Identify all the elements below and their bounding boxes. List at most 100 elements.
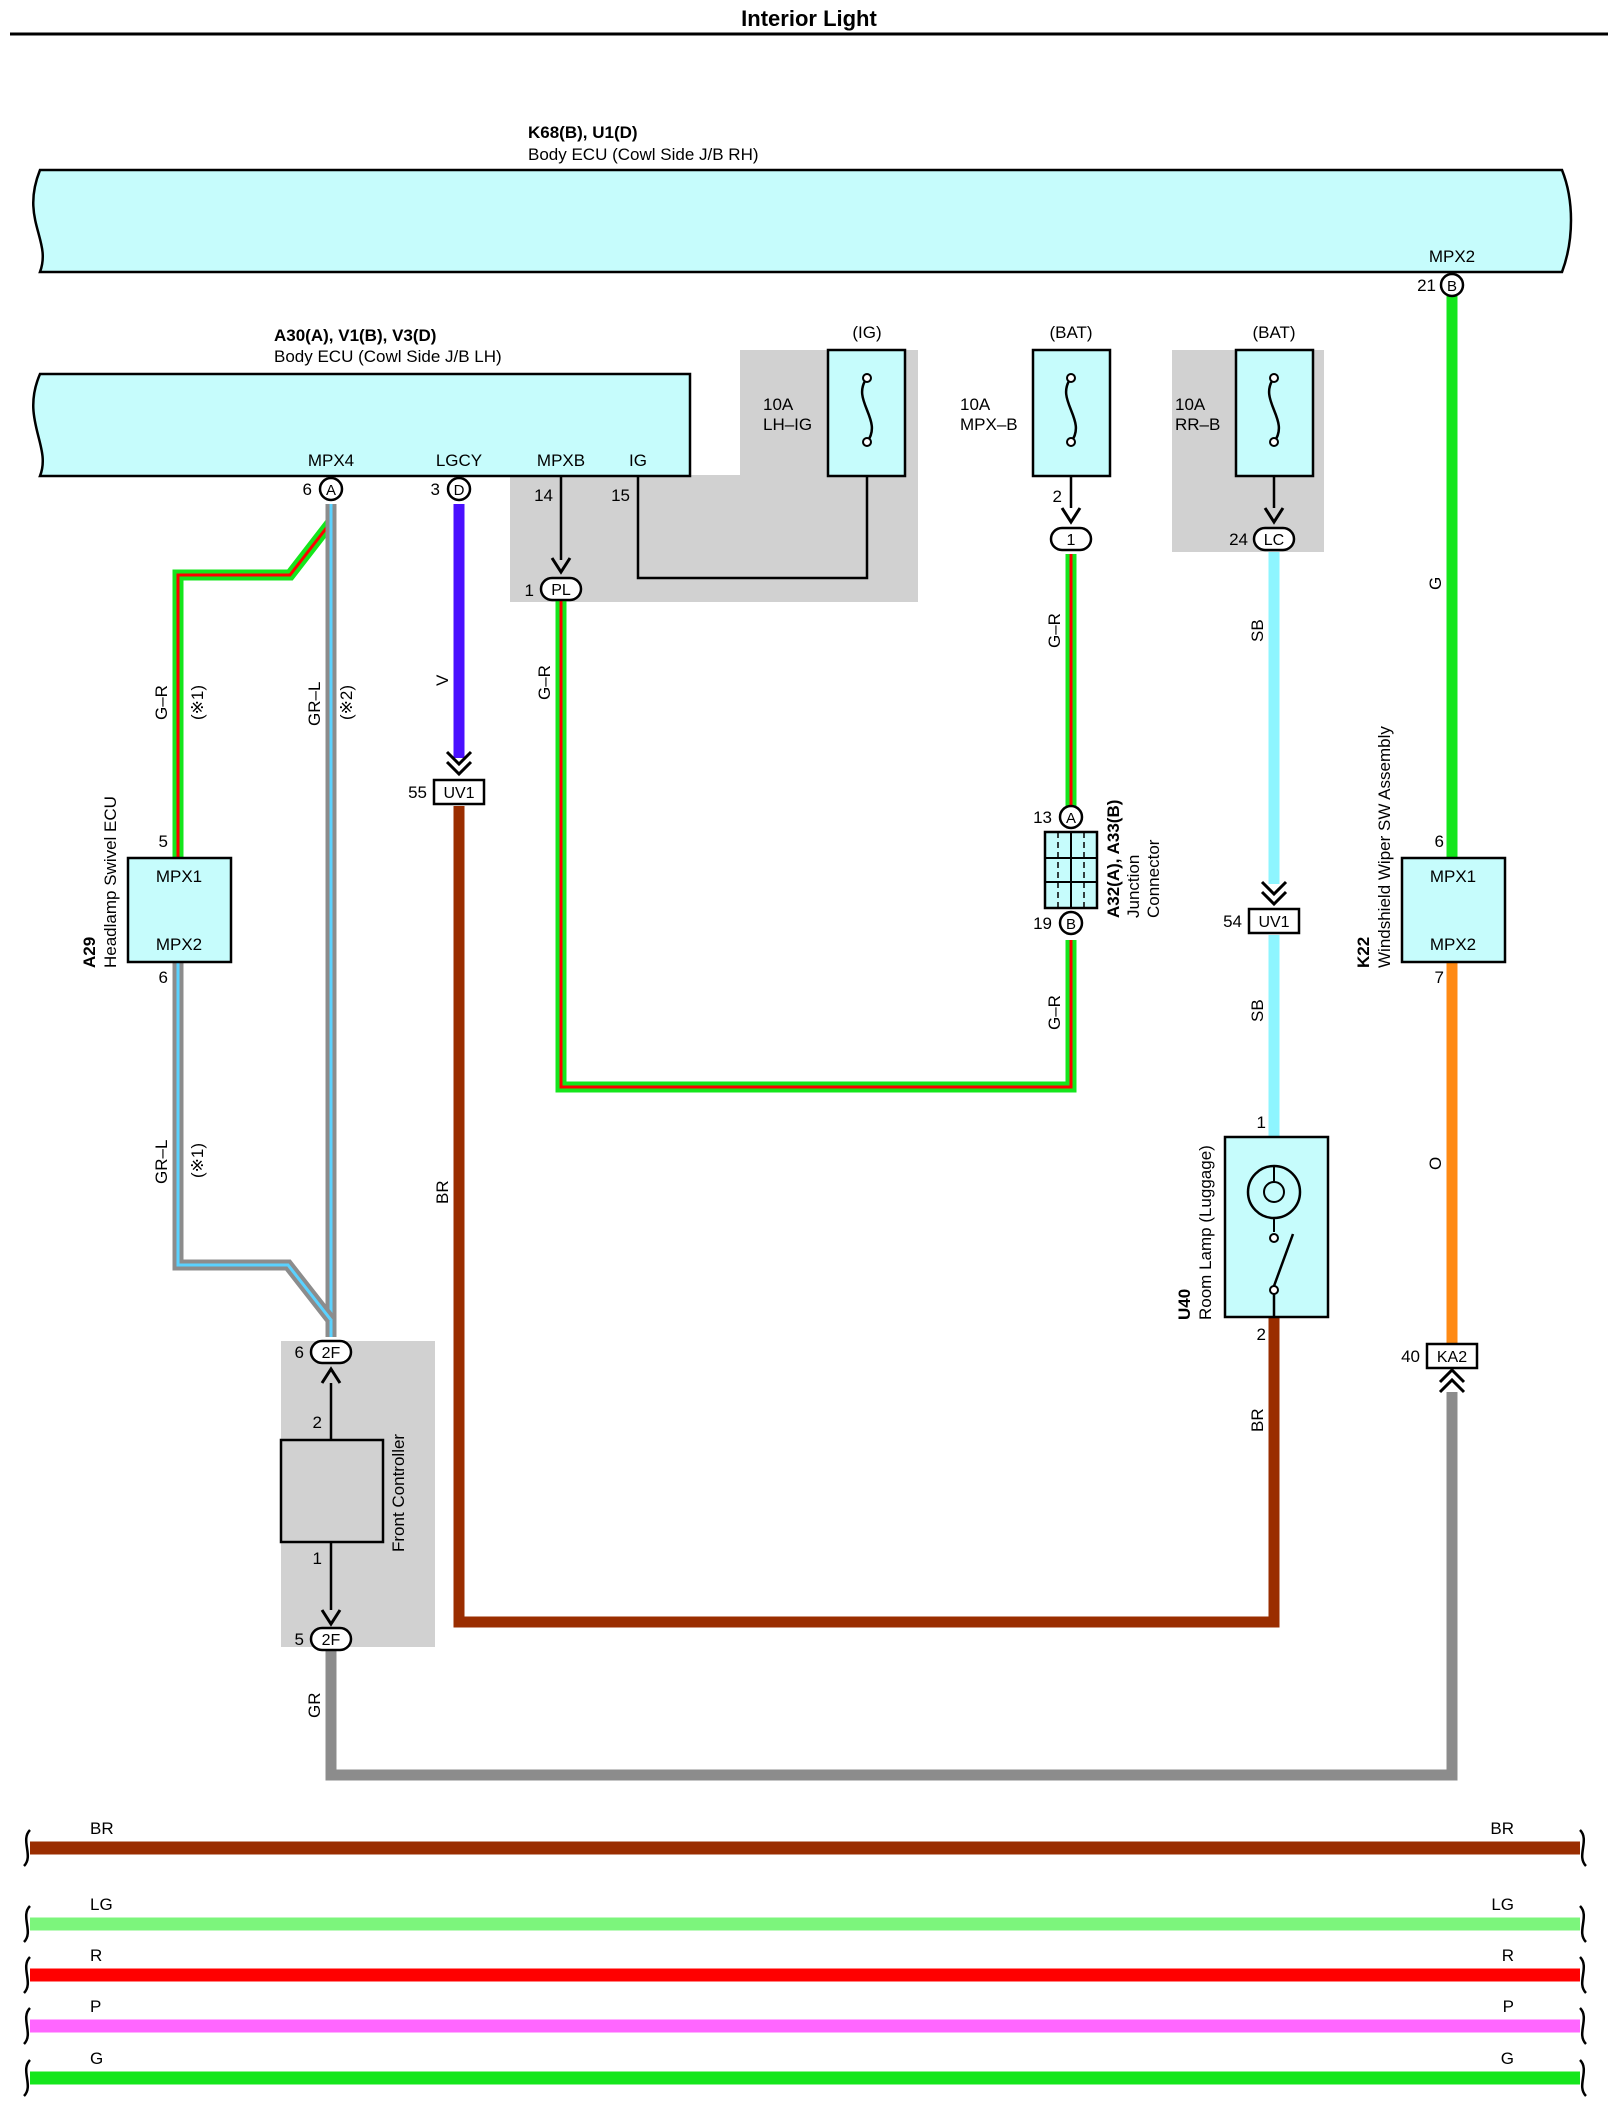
- svg-text:SB: SB: [1248, 999, 1267, 1022]
- terminal-ig: IG: [629, 451, 647, 470]
- svg-text:(※2): (※2): [337, 685, 356, 720]
- svg-text:(※1): (※1): [188, 685, 207, 720]
- svg-text:19: 19: [1033, 914, 1052, 933]
- svg-text:MPX2: MPX2: [1430, 935, 1476, 954]
- svg-text:G–R: G–R: [1045, 613, 1064, 648]
- svg-text:2: 2: [1257, 1325, 1266, 1344]
- legend-item-lg: LG LG: [22, 1895, 1588, 1943]
- connector-lh-d: D 3: [431, 476, 472, 502]
- svg-text:13: 13: [1033, 808, 1052, 827]
- room-lamp-name: Room Lamp (Luggage): [1196, 1145, 1215, 1320]
- body-ecu-lh-code: A30(A), V1(B), V3(D): [274, 326, 436, 345]
- terminal-mpxb: MPXB: [537, 451, 585, 470]
- body-ecu-rh-terminal-mpx2: MPX2: [1429, 247, 1475, 266]
- legend-code-right-p: P: [1503, 1997, 1514, 2016]
- terminal-mpx4: MPX4: [308, 451, 354, 470]
- svg-text:A: A: [326, 482, 336, 499]
- svg-text:1: 1: [1067, 532, 1076, 549]
- connector-2f-bottom: 2F 5: [295, 1609, 353, 1652]
- legend-code-left-br: BR: [90, 1819, 114, 1838]
- pin-lh-14: 14: [534, 486, 553, 505]
- svg-text:KA2: KA2: [1437, 1349, 1467, 1366]
- wiper-sw-assembly: MPX1 MPX2 6 7 K22 Windshield Wiper SW As…: [1354, 726, 1507, 987]
- svg-text:24: 24: [1229, 530, 1248, 549]
- body-ecu-lh-name: Body ECU (Cowl Side J/B LH): [274, 347, 502, 366]
- pin-lh-15: 15: [611, 486, 630, 505]
- fuse-rr-b-source: (BAT): [1252, 323, 1295, 342]
- svg-text:LC: LC: [1264, 532, 1284, 549]
- legend-code-right-r: R: [1502, 1946, 1514, 1965]
- svg-text:1: 1: [1257, 1113, 1266, 1132]
- front-controller: 2 1 Front Controller: [279, 1383, 408, 1610]
- svg-text:G–R: G–R: [152, 685, 171, 720]
- wire-g-r-pl: [555, 600, 1077, 1093]
- svg-text:MPX1: MPX1: [1430, 867, 1476, 886]
- wire-br: [453, 806, 1280, 1628]
- legend-code-left-lg: LG: [90, 1895, 113, 1914]
- fuse-mpx-b-name: MPX–B: [960, 415, 1018, 434]
- room-lamp-code: U40: [1175, 1289, 1194, 1320]
- legend-code-right-lg: LG: [1491, 1895, 1514, 1914]
- fuse-lh-ig-amps: 10A: [763, 395, 794, 414]
- svg-text:MPX2: MPX2: [156, 935, 202, 954]
- svg-text:2: 2: [1053, 487, 1062, 506]
- svg-text:G: G: [1426, 577, 1445, 590]
- fuse-lh-ig: (IG) 10A LH–IG: [763, 323, 907, 478]
- connector-ka2: KA2 40: [1401, 1342, 1479, 1394]
- svg-text:5: 5: [159, 832, 168, 851]
- junction-name-2: Connector: [1144, 839, 1163, 918]
- fuse-lh-ig-source: (IG): [852, 323, 881, 342]
- wire-labels: G–R (※1) GR–L (※2) GR–L (※1) V BR G–R G–…: [152, 577, 1445, 1718]
- wiper-sw-code: K22: [1354, 937, 1373, 968]
- headlamp-ecu-name: Headlamp Swivel ECU: [101, 796, 120, 968]
- headlamp-swivel-ecu: MPX1 MPX2 5 6 A29 Headlamp Swivel ECU: [80, 796, 233, 987]
- svg-text:B: B: [1066, 916, 1076, 933]
- svg-text:BR: BR: [1248, 1408, 1267, 1432]
- svg-text:GR–L: GR–L: [152, 1140, 171, 1184]
- svg-text:2F: 2F: [322, 1632, 341, 1649]
- svg-text:55: 55: [408, 783, 427, 802]
- room-lamp-luggage: 1 2 U40 Room Lamp (Luggage): [1175, 1113, 1330, 1344]
- svg-text:SB: SB: [1248, 619, 1267, 642]
- svg-text:2F: 2F: [322, 1345, 341, 1362]
- svg-text:6: 6: [1435, 832, 1444, 851]
- wire-g-r-headlamp: [172, 504, 337, 857]
- fuse-mpx-b-source: (BAT): [1049, 323, 1092, 342]
- page-title: Interior Light: [741, 6, 877, 31]
- svg-text:BR: BR: [433, 1180, 452, 1204]
- svg-text:GR–L: GR–L: [305, 682, 324, 726]
- fuse-rr-b: (BAT) 10A RR–B: [1175, 323, 1315, 478]
- front-controller-name: Front Controller: [389, 1434, 408, 1552]
- svg-text:6: 6: [295, 1343, 304, 1362]
- svg-text:V: V: [433, 674, 452, 686]
- svg-text:2: 2: [313, 1413, 322, 1432]
- svg-text:54: 54: [1223, 912, 1242, 931]
- junction-name-1: Junction: [1124, 855, 1143, 918]
- svg-text:UV1: UV1: [1258, 914, 1289, 931]
- svg-text:G–R: G–R: [535, 665, 554, 700]
- svg-text:MPX1: MPX1: [156, 867, 202, 886]
- junction-code: A32(A), A33(B): [1104, 800, 1123, 918]
- connector-pl: PL 1: [525, 557, 583, 602]
- pin-lh-3: 3: [431, 480, 440, 499]
- fuse-mpx-b: (BAT) 10A MPX–B: [960, 323, 1112, 478]
- legend-code-left-g: G: [90, 2049, 103, 2068]
- legend-code-left-p: P: [90, 1997, 101, 2016]
- svg-text:G–R: G–R: [1045, 995, 1064, 1030]
- fuse-lh-ig-name: LH–IG: [763, 415, 812, 434]
- wire-gr-bottom: [325, 1392, 1458, 1781]
- svg-text:PL: PL: [551, 582, 571, 599]
- pin-lh-6: 6: [303, 480, 312, 499]
- pin-rh-21: 21: [1417, 276, 1436, 295]
- wiper-sw-name: Windshield Wiper SW Assembly: [1375, 726, 1394, 968]
- svg-text:D: D: [454, 482, 465, 499]
- connector-uv1-right: UV1 54: [1223, 880, 1301, 935]
- headlamp-ecu-code: A29: [80, 937, 99, 968]
- wire-gr-l-headlamp: [172, 962, 336, 1324]
